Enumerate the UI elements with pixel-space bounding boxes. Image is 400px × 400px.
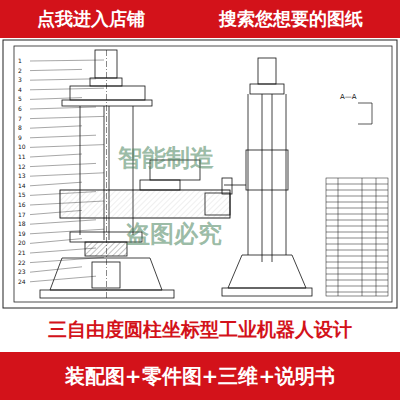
- callout-number: 16: [18, 202, 26, 208]
- content-band: 装配图+零件图+三维+说明书: [0, 352, 400, 400]
- callout-number: 5: [18, 96, 22, 102]
- callout-number: 23: [18, 269, 26, 275]
- callout-number: 14: [18, 183, 26, 189]
- callout-number: 7: [18, 116, 22, 122]
- callout-number: 17: [18, 212, 26, 218]
- callout-number: 18: [18, 221, 26, 227]
- callout-number: 15: [18, 192, 26, 198]
- callout-number: 4: [18, 87, 22, 93]
- callout-number: 12: [18, 164, 26, 170]
- callout-number: 1: [18, 58, 22, 64]
- callout-number: 3: [18, 77, 22, 83]
- drawing-frame: [3, 40, 397, 308]
- callout-number: 21: [18, 250, 26, 256]
- banner-text: 三自由度圆柱坐标型工业机器人设计: [48, 317, 352, 343]
- callout-number: 24: [18, 279, 26, 285]
- callout-number: 2: [18, 68, 22, 74]
- title-band: 三自由度圆柱坐标型工业机器人设计: [0, 310, 400, 350]
- callout-number: 13: [18, 173, 26, 179]
- callout-number: 8: [18, 125, 22, 131]
- callout-number: 19: [18, 231, 26, 237]
- section-label: A—A: [340, 94, 357, 101]
- banner-text: 装配图+零件图+三维+说明书: [65, 363, 335, 390]
- callout-number: 6: [18, 106, 22, 112]
- side-view: [222, 58, 312, 296]
- watermark: 智能制造: [118, 146, 214, 170]
- callout-number: 9: [18, 135, 22, 141]
- callout-number: 11: [18, 154, 26, 160]
- banner-text: 点我进入店铺: [37, 7, 145, 31]
- callout-number: 10: [18, 144, 26, 150]
- shop-banner: 点我进入店铺 搜索您想要的图纸: [0, 0, 400, 38]
- main-view: [40, 50, 230, 300]
- watermark: 盗图必究: [126, 222, 222, 246]
- leader-lines: [30, 60, 104, 282]
- callout-number: 20: [18, 240, 26, 246]
- banner-text: 搜索您想要的图纸: [219, 7, 363, 31]
- section-view: [358, 103, 372, 124]
- parts-table: [326, 178, 388, 296]
- callout-number: 22: [18, 260, 26, 266]
- inner-frame: [14, 46, 392, 302]
